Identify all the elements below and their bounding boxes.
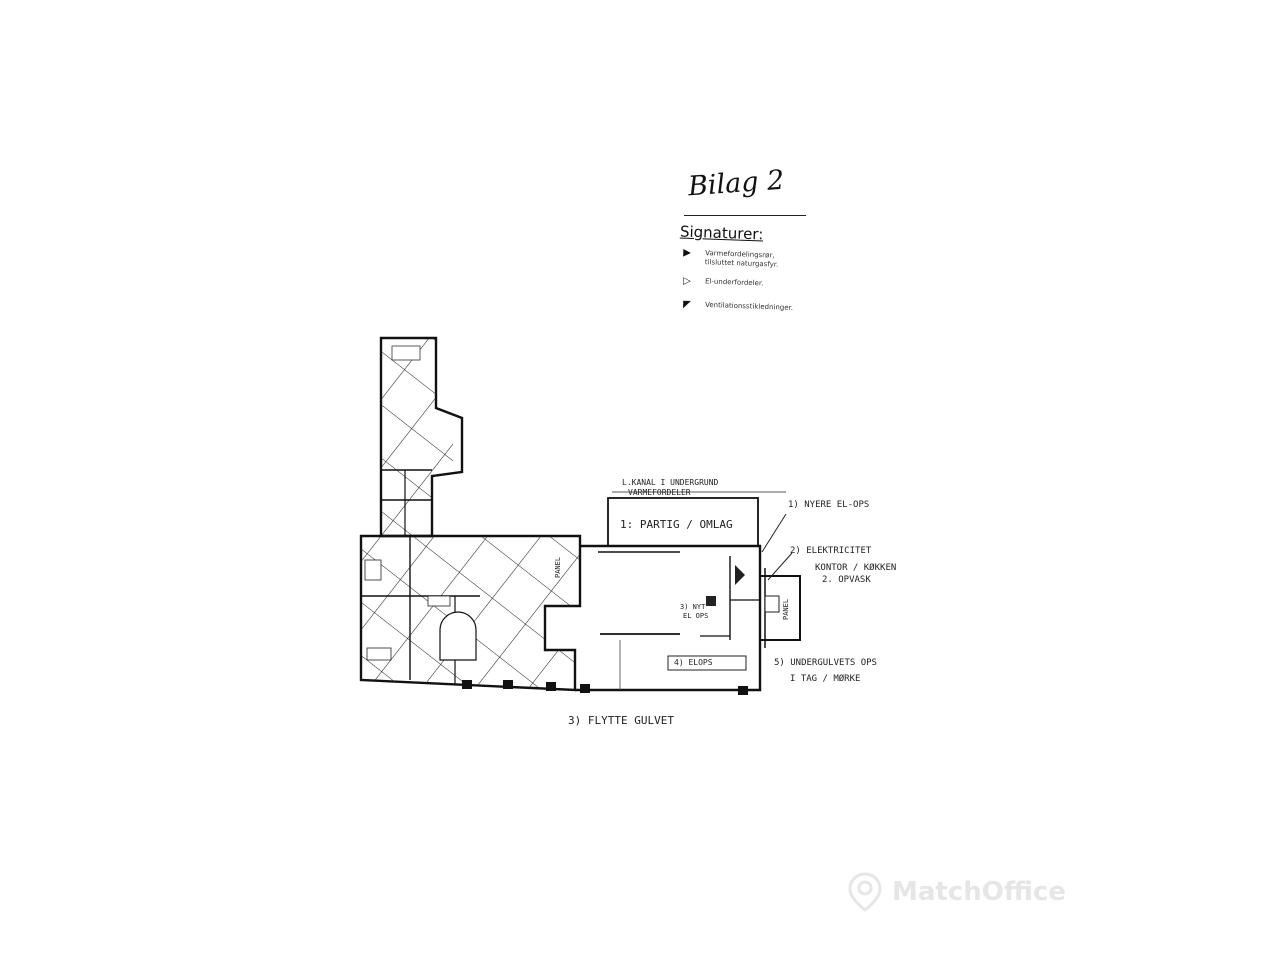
top-label: L.KANAL I UNDERGRUND bbox=[622, 478, 719, 487]
main-hall bbox=[575, 497, 801, 692]
note-5: 5) UNDERGULVETS OPS bbox=[774, 658, 877, 668]
watermark: MatchOffice bbox=[848, 872, 1066, 912]
leader-lines bbox=[612, 491, 793, 581]
note-5-sub: I TAG / MØRKE bbox=[790, 674, 861, 684]
room-label-upper: 1: PARTIG / OMLAG bbox=[620, 518, 733, 531]
west-hall bbox=[359, 534, 582, 692]
note-2-sub: KONTOR / KØKKEN bbox=[815, 563, 897, 573]
note-3b: EL OPS bbox=[683, 612, 709, 620]
note-2-sub: 2. OPVASK bbox=[822, 575, 871, 585]
title-underline bbox=[684, 215, 806, 216]
note-3: 3) NYT bbox=[680, 603, 706, 611]
vertical-label: PANEL bbox=[782, 598, 790, 620]
bottom-label: 3) FLYTTE GULVET bbox=[568, 714, 674, 727]
note-4: 4) ELOPS bbox=[674, 658, 713, 667]
map-pin-icon bbox=[848, 872, 882, 912]
watermark-text: MatchOffice bbox=[892, 877, 1066, 907]
wall-piers bbox=[462, 680, 748, 695]
note-2: 2) ELEKTRICITET bbox=[790, 546, 872, 556]
top-label-sub: VARMEFORDELER bbox=[628, 488, 691, 497]
north-wing bbox=[379, 336, 464, 538]
note-1: 1) NYERE EL-OPS bbox=[788, 500, 870, 510]
vertical-label: PANEL bbox=[554, 556, 562, 578]
